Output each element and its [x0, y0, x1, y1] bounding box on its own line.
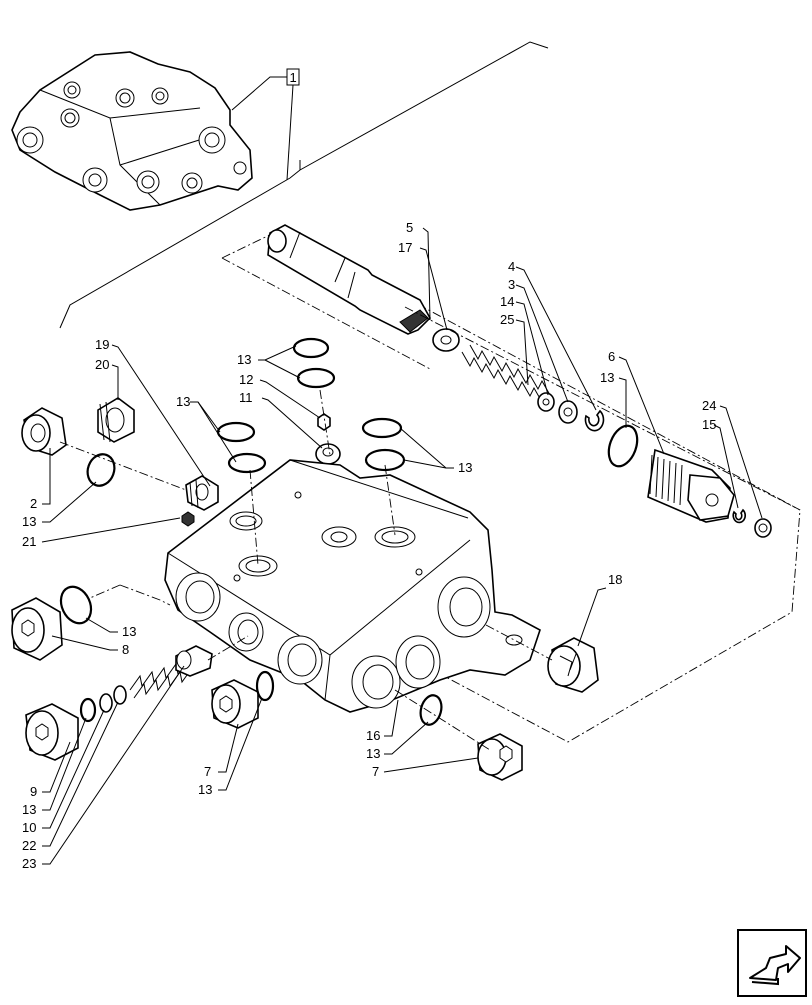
o-ring-13-plug-7-right — [419, 694, 443, 726]
spring-drawing — [461, 344, 551, 403]
sleeve-drawing — [175, 645, 213, 677]
callout-13-plug-2: 13 — [22, 514, 36, 529]
callout-19: 19 — [95, 337, 109, 352]
o-ring-13-plug-9 — [79, 697, 97, 723]
washer-10-drawing — [99, 693, 113, 713]
o-ring-13-plug-2 — [86, 453, 116, 487]
callout-4: 4 — [508, 259, 515, 274]
reference-box-label: 1 — [290, 70, 297, 85]
callout-15: 15 — [702, 417, 716, 432]
washer-14-hole — [542, 398, 550, 406]
callout-14: 14 — [500, 294, 514, 309]
callout-2: 2 — [30, 496, 37, 511]
callout-13-right: 13 — [458, 460, 472, 475]
callout-13-plug-7-left: 13 — [198, 782, 212, 797]
plug-18-drawing — [547, 637, 599, 693]
callout-17: 17 — [398, 240, 412, 255]
o-ring-13-right-1 — [361, 417, 403, 439]
callout-13-plug-8: 13 — [122, 624, 136, 639]
callout-20: 20 — [95, 357, 109, 372]
callout-13-left: 13 — [176, 394, 190, 409]
washer-22-drawing — [113, 685, 127, 705]
callout-13-top: 13 — [237, 352, 251, 367]
plug-2-drawing — [21, 407, 67, 456]
callout-16: 16 — [366, 728, 380, 743]
plug-21-drawing — [181, 511, 195, 527]
plug-8-drawing — [11, 597, 63, 661]
callout-5: 5 — [406, 220, 413, 235]
o-ring-13-cap — [607, 424, 639, 468]
washer-3-hole — [563, 407, 573, 417]
insert-11-drawing — [315, 443, 341, 465]
callout-13-cap: 13 — [600, 370, 614, 385]
callout-24: 24 — [702, 398, 716, 413]
callout-9: 9 — [30, 784, 37, 799]
callout-7-right: 7 — [372, 764, 379, 779]
callout-18: 18 — [608, 572, 622, 587]
spool-drawing — [267, 224, 431, 335]
plug-7-right-drawing — [477, 733, 523, 781]
callout-21: 21 — [22, 534, 36, 549]
callout-labels: 5 17 4 3 14 25 6 13 24 15 19 20 13 12 11… — [22, 220, 716, 871]
callout-22: 22 — [22, 838, 36, 853]
o-ring-13-left-2 — [227, 452, 267, 474]
fitting-19-drawing — [185, 475, 219, 511]
circlip-15-drawing — [732, 508, 747, 524]
callout-12: 12 — [239, 372, 253, 387]
callout-11: 11 — [239, 390, 253, 405]
next-page-arrow-icon[interactable] — [737, 929, 807, 997]
plug-9-drawing — [25, 703, 79, 761]
assembly-overview-drawing — [11, 51, 253, 211]
fitting-20-drawing — [97, 397, 135, 443]
callout-13-plug-9: 13 — [22, 802, 36, 817]
callout-23: 23 — [22, 856, 36, 871]
washer-17-drawing — [432, 328, 460, 352]
o-ring-13-plug-8 — [59, 585, 93, 625]
o-ring-13-top-1 — [292, 337, 330, 359]
callout-7-left: 7 — [204, 764, 211, 779]
plug-7-left-drawing — [211, 679, 259, 729]
callout-10: 10 — [22, 820, 36, 835]
callout-25: 25 — [500, 312, 514, 327]
valve-body-drawing — [164, 459, 541, 713]
callout-8: 8 — [122, 642, 129, 657]
callout-13-plug-7-right: 13 — [366, 746, 380, 761]
callout-3: 3 — [508, 277, 515, 292]
circlip-4-drawing — [584, 409, 605, 432]
o-ring-13-top-2 — [296, 367, 336, 389]
callout-6: 6 — [608, 349, 615, 364]
o-ring-13-left-1 — [216, 421, 256, 443]
o-ring-13-plug-7-left — [255, 670, 275, 702]
plug-24-hole — [758, 523, 768, 533]
screw-12-drawing — [317, 413, 331, 431]
end-cap-6-drawing — [647, 448, 735, 523]
leader-lines — [41, 227, 763, 865]
